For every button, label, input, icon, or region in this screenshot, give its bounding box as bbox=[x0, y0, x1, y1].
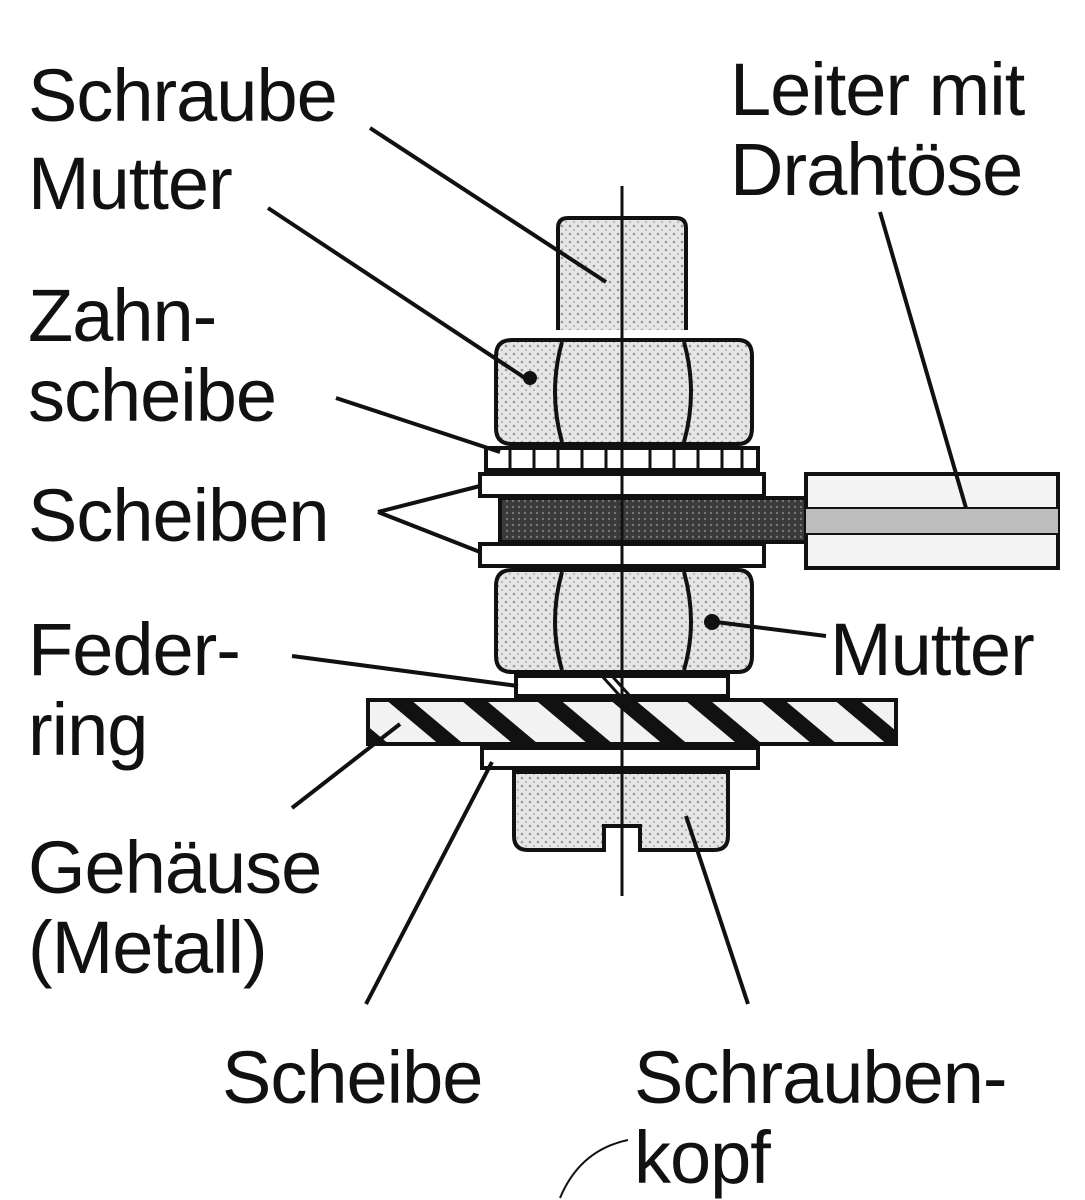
leader-lines bbox=[266, 126, 968, 1199]
label-schraube: Schraube bbox=[28, 54, 338, 137]
label-mutter-right: Mutter bbox=[830, 608, 1035, 691]
label-leiter-line2: Drahtöse bbox=[730, 128, 1023, 211]
wire-eyelet bbox=[498, 496, 808, 544]
label-gehaeuse-line1: Gehäuse bbox=[28, 826, 322, 909]
label-schraubenkopf-line1: Schrauben- bbox=[634, 1036, 1008, 1119]
label-schraubenkopf-line2: kopf bbox=[634, 1116, 771, 1199]
label-scheiben: Scheiben bbox=[28, 474, 330, 557]
label-federring-line1: Feder- bbox=[28, 608, 241, 691]
conductor bbox=[804, 472, 1060, 570]
label-zahnscheibe-line1: Zahn- bbox=[28, 274, 217, 357]
label-federring-line2: ring bbox=[28, 688, 148, 771]
label-gehaeuse-line2: (Metall) bbox=[28, 906, 268, 989]
top-nut bbox=[494, 338, 754, 446]
housing-plate bbox=[366, 698, 898, 746]
label-scheibe-bottom: Scheibe bbox=[222, 1036, 483, 1119]
bottom-washer bbox=[480, 746, 760, 770]
label-mutter-top: Mutter bbox=[28, 142, 233, 225]
lower-nut bbox=[494, 568, 754, 674]
label-zahnscheibe-line2: scheibe bbox=[28, 354, 277, 437]
label-leiter-line1: Leiter mit bbox=[730, 48, 1025, 131]
